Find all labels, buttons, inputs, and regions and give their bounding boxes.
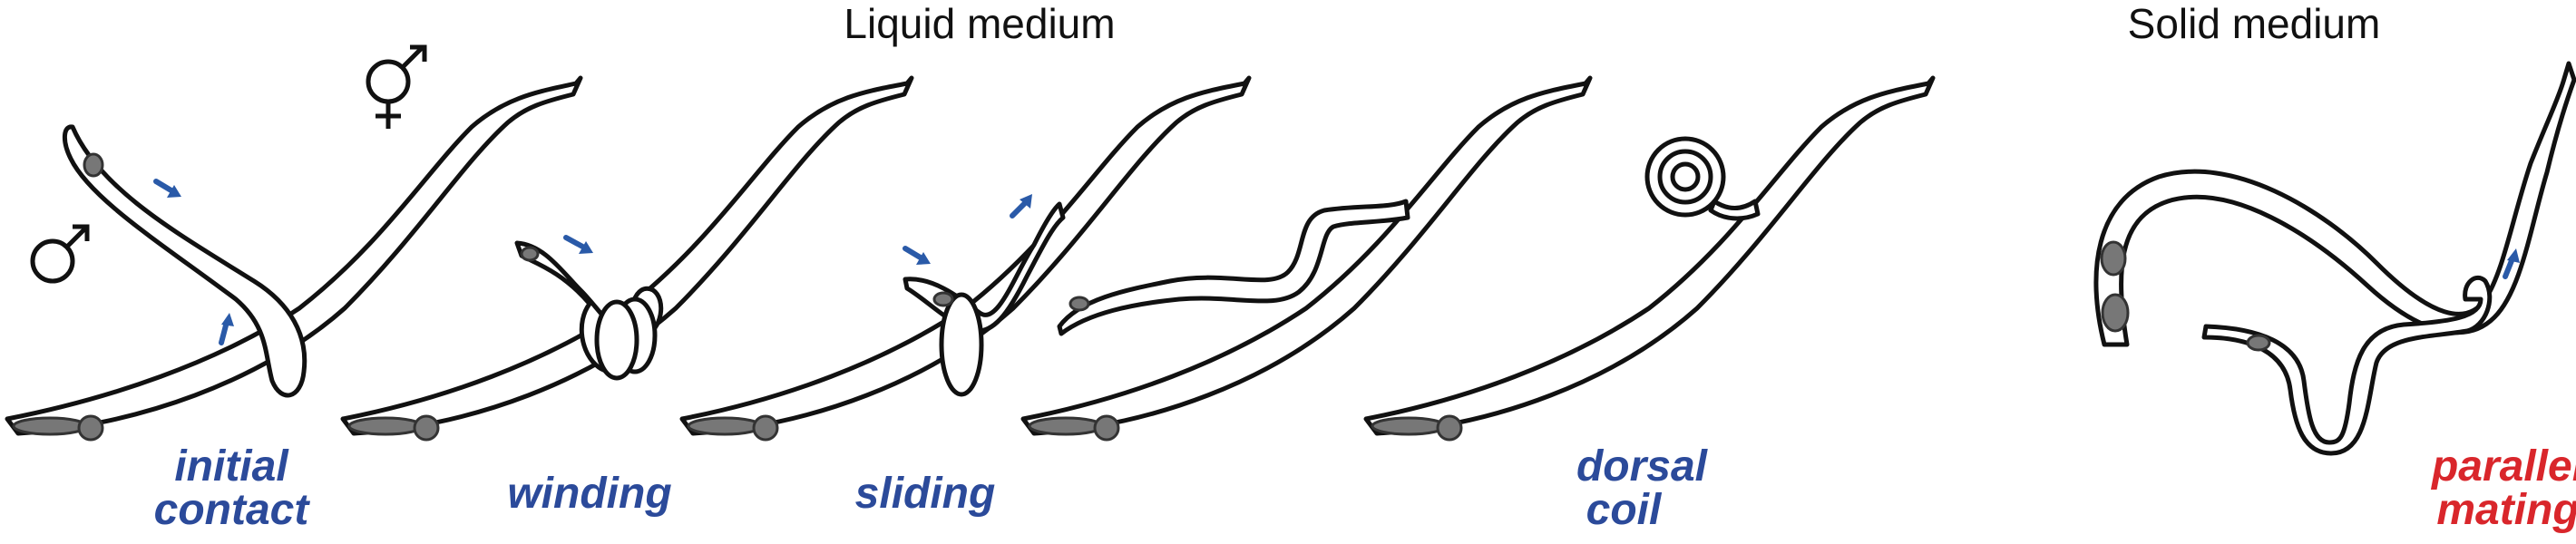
panel-parallel-mating: parallel mating [2093,61,2576,534]
male-body [2201,275,2493,456]
coil-loop [939,292,984,397]
arrow-icon [1010,194,1032,219]
pharynx-spot [2100,240,2127,277]
arrow-icon [2503,248,2520,279]
pharynx-bulb [752,414,779,442]
stage-label-line1: sliding [855,470,996,518]
pharynx-bulb [2101,293,2130,333]
stage-label-line1: initial [174,442,289,491]
stage-label-line1: dorsal [1576,442,1709,491]
male-coil [1644,136,1761,221]
pharynx-spot [1028,416,1104,436]
pharynx-bulb [77,414,104,442]
arrow-icon [153,179,181,198]
heading-solid-medium: Solid medium [2128,0,2381,47]
arrow-icon [219,313,234,345]
hermaphrodite-symbol-icon [366,44,427,129]
male-body [63,124,307,398]
panel-initial-contact: initial contact [5,44,583,534]
male-pharynx [1068,296,1090,312]
male-body [1057,199,1410,336]
male-pharynx [932,291,954,307]
panel-dorsal-coil: dorsal coil [1363,75,1936,534]
panel-sliding: sliding [679,75,1252,518]
pharynx-bulb [413,414,440,442]
pharynx-spot [347,416,424,436]
arrow-icon [903,246,931,265]
arrow-icon [563,235,593,254]
male-symbol-icon [30,224,90,284]
pharynx-bulb [1436,414,1463,442]
pharynx-spot [1371,416,1447,436]
stage-label-line2: coil [1586,486,1663,534]
panel-winding: winding [340,75,914,518]
stage-label-line1: parallel [2430,442,2576,491]
stage-label-line2: mating [2436,486,2576,534]
male-pharynx [2246,334,2271,352]
hermaphrodite-body [1020,75,1593,436]
pharynx-spot [12,416,88,436]
pharynx-bulb [1093,414,1120,442]
panel-intermediate [1020,75,1593,442]
coil-loop [594,299,639,381]
male-pharynx [520,246,540,262]
stage-label-line1: winding [507,470,671,518]
hermaphrodite-body [2093,61,2576,347]
heading-liquid-medium: Liquid medium [844,0,1115,47]
pharynx-spot [687,416,763,436]
hermaphrodite-body [1363,75,1936,436]
male-pharynx [83,152,104,178]
stage-label-line2: contact [154,486,311,534]
